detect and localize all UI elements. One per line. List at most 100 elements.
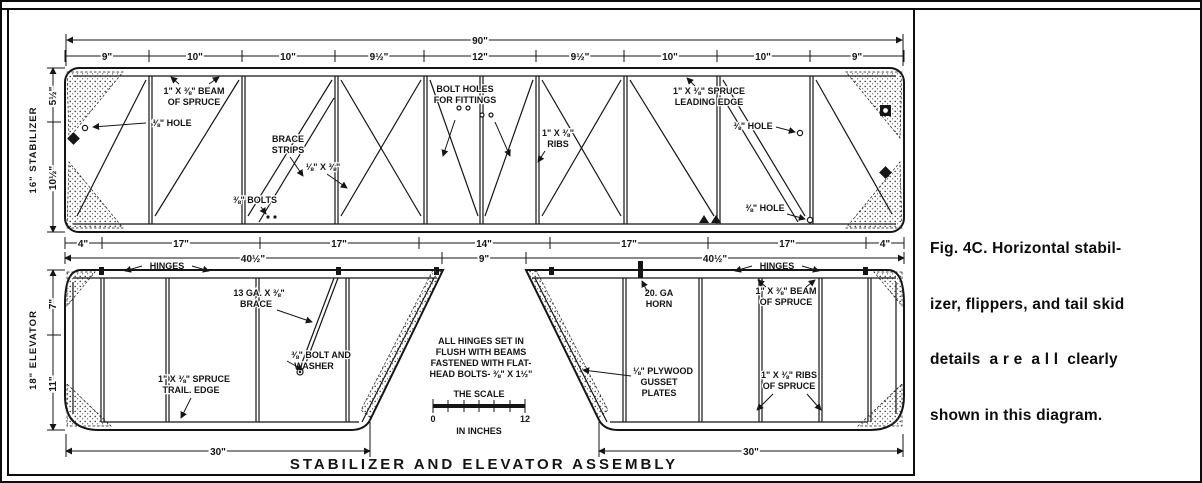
- caption-line: details a r e a l l clearly: [930, 351, 1118, 368]
- label-hole-right-top: ⅜" HOLE: [733, 121, 772, 131]
- hole: [806, 216, 814, 224]
- bolt-hole: [479, 112, 485, 118]
- hinge-note: FLUSH WITH BEAMS: [436, 347, 527, 357]
- dim-top-seg: 10": [280, 52, 296, 63]
- label-ga-brace: BRACE: [240, 299, 272, 309]
- diagram-frame: 90" 9" 10" 10" 9½" 12" 9½" 10" 10" 9": [7, 8, 915, 476]
- dim-elev-front: 7": [48, 299, 59, 310]
- scale-subtitle: IN INCHES: [456, 426, 502, 436]
- label-plywood-gusset: ⅛" PLYWOOD: [633, 366, 693, 376]
- bolt-dot: [266, 215, 270, 219]
- dim-mid-seg: 17": [331, 239, 347, 250]
- label-bolt-washer: ⅜" BOLT AND: [291, 350, 351, 360]
- dim-mid-seg: 4": [78, 239, 89, 250]
- gusset-plate: [857, 383, 903, 427]
- side-label-elevator: 18" ELEVATOR: [28, 310, 39, 390]
- dim-hinge-center: 9": [479, 254, 490, 265]
- top-dimension-overall: 90": [65, 34, 904, 66]
- scale-title: THE SCALE: [453, 389, 504, 399]
- fitting-mark: [711, 215, 721, 223]
- label-trailing-edge: TRAIL. EDGE: [162, 385, 219, 395]
- stabilizer-labels: 1" X ⅜" BEAM OF SPRUCE ⅜" HOLE BRACE STR…: [92, 76, 806, 221]
- label-plywood-gusset: GUSSET: [640, 377, 678, 387]
- label-ribs: 1" X ⅜": [542, 128, 574, 138]
- top-segment-dimensions: 9" 10" 10" 9½" 12" 9½" 10" 10" 9": [64, 50, 905, 65]
- label-ga-brace: 13 GA. X ⅜": [233, 288, 284, 298]
- hole: [81, 124, 89, 132]
- dim-hinge-right: 40½": [703, 254, 727, 265]
- hole: [881, 106, 890, 115]
- side-label-stabilizer: 16" STABILIZER: [28, 107, 39, 194]
- hinge-fitting: [863, 267, 868, 275]
- dim-top-seg: 10": [187, 52, 203, 63]
- label-bolts: ⅜" BOLTS: [233, 195, 277, 205]
- label-hole-left: ⅜" HOLE: [152, 118, 191, 128]
- gusset-plate: [845, 71, 903, 139]
- caption-line: shown in this diagram.: [930, 406, 1103, 424]
- dim-bottom-left: 30": [210, 447, 226, 458]
- elevator-labels: 13 GA. X ⅜" BRACE ⅜" BOLT AND WASHER 1" …: [157, 279, 822, 419]
- label-plywood-gusset: PLATES: [642, 388, 677, 398]
- label-bolt-holes: FOR FITTINGS: [434, 95, 497, 105]
- label-beam-of-spruce-right: OF SPRUCE: [760, 297, 813, 307]
- dim-mid-seg: 17": [621, 239, 637, 250]
- hinge-fitting: [549, 267, 554, 275]
- label-brace-strips: STRIPS: [272, 145, 305, 155]
- fitting-mark: [699, 215, 709, 223]
- label-leading-edge: 1" X ⅜" SPRUCE: [673, 86, 745, 96]
- label-trailing-edge: 1" X ⅜" SPRUCE: [158, 374, 230, 384]
- bolt-dot: [273, 215, 277, 219]
- assembly-diagram-svg: 90" 9" 10" 10" 9½" 12" 9½" 10" 10" 9": [28, 34, 905, 473]
- gusset-plate: [66, 271, 96, 307]
- label-hole-right-bottom: ⅜" HOLE: [745, 203, 784, 213]
- scale-ruler: THE SCALE 0 12 IN INCHES: [429, 388, 531, 438]
- gusset-plate: [873, 271, 903, 307]
- label-brace-strips: BRACE: [272, 134, 304, 144]
- hinge-fitting: [99, 267, 104, 275]
- hinge-note: HEAD BOLTS- ⅜" X 1½": [430, 369, 533, 379]
- label-beam-of-spruce: 1" X ⅜" BEAM: [163, 86, 224, 96]
- stabilizer-plan: [64, 67, 905, 233]
- label-brace-size: ⅛" X ⅜": [306, 162, 341, 172]
- label-ribs: RIBS: [547, 139, 569, 149]
- label-horn: HORN: [646, 299, 673, 309]
- left-vertical-dimensions: 5½" 10½" 16" STABILIZER 7" 11" 18" ELEVA…: [28, 67, 65, 431]
- tip-fitting: [67, 132, 80, 145]
- gusset-plate: [66, 383, 112, 427]
- label-ribs-of-spruce: OF SPRUCE: [763, 381, 816, 391]
- gusset-plate: [525, 269, 609, 419]
- gusset-plate: [845, 161, 903, 229]
- figure-caption: Fig. 4C. Horizontal stabil- izer, flippe…: [930, 203, 1198, 462]
- bottom-dimensions: 30" 30": [65, 422, 904, 460]
- hinge-note: ALL HINGES SET IN: [438, 336, 524, 346]
- dim-mid-seg: 14": [476, 239, 492, 250]
- dim-top-seg: 9": [852, 52, 863, 63]
- elevator-plan: [64, 261, 905, 431]
- dim-top-seg: 9½": [370, 52, 389, 63]
- dim-top-seg: 10": [755, 52, 771, 63]
- dim-top-seg: 12": [472, 52, 488, 63]
- dim-mid-seg: 17": [779, 239, 795, 250]
- dim-elev-rear: 11": [48, 376, 59, 392]
- mid-dimensions: 4" 17" 17" 14" 17" 17" 4" 40½" 9" 40½" H…: [64, 237, 905, 273]
- bolt-hole: [488, 112, 494, 118]
- label-ribs-of-spruce: 1" X ⅜" RIBS: [761, 370, 817, 380]
- bolt-hole: [465, 105, 471, 111]
- scale-twelve: 12: [520, 414, 530, 424]
- diagram-title: STABILIZER AND ELEVATOR ASSEMBLY: [290, 456, 678, 473]
- label-bolt-washer: WASHER: [294, 361, 334, 371]
- scale-zero: 0: [430, 414, 435, 424]
- gusset-plate: [360, 269, 444, 419]
- dim-hinge-left: 40½": [241, 254, 265, 265]
- label-beam-of-spruce: OF SPRUCE: [168, 97, 221, 107]
- label-leading-edge: LEADING EDGE: [675, 97, 744, 107]
- bolt-hole: [456, 105, 462, 111]
- hinge-fitting: [336, 267, 341, 275]
- dim-overall: 90": [472, 36, 488, 47]
- dim-top-seg: 10": [662, 52, 678, 63]
- dim-stab-rear: 10½": [48, 166, 59, 190]
- label-horn: 20. GA: [645, 288, 674, 298]
- dim-top-seg: 9": [102, 52, 113, 63]
- label-bolt-holes: BOLT HOLES: [436, 84, 493, 94]
